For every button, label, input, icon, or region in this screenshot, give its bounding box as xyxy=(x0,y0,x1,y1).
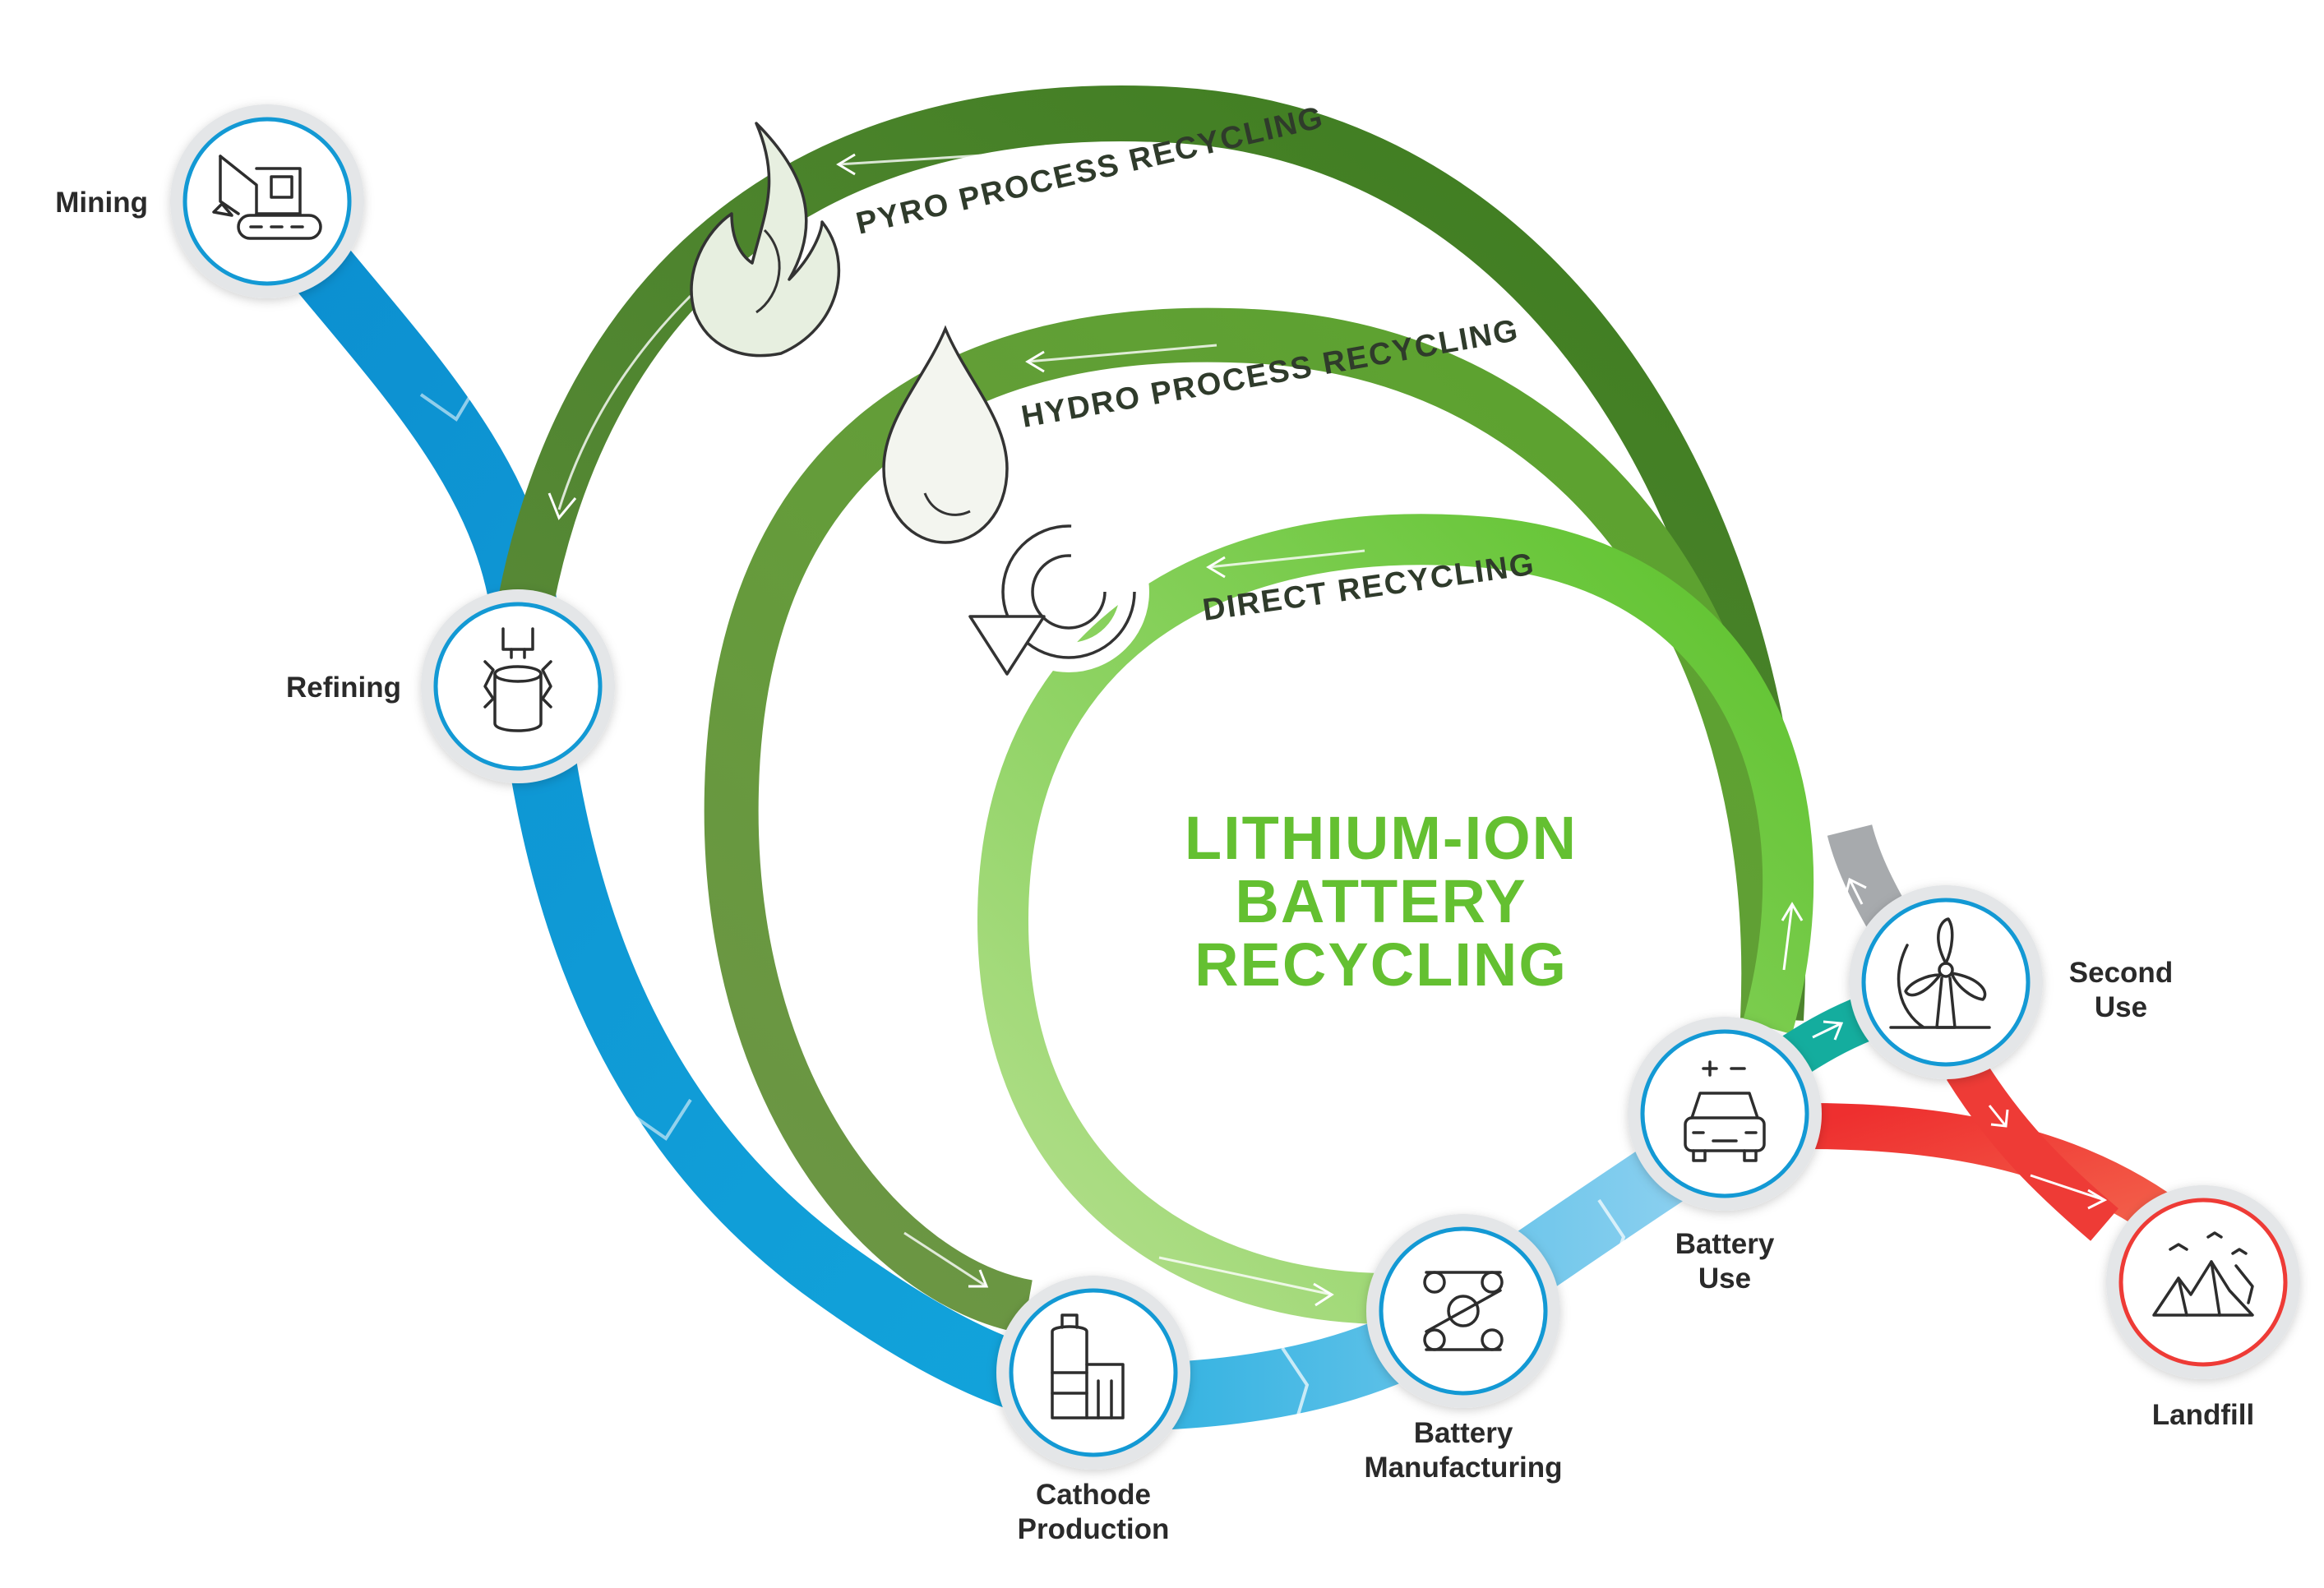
battery-use-label-line2: Use xyxy=(1698,1263,1751,1295)
title-line-3: RECYCLING xyxy=(1194,930,1568,999)
landfill-icon xyxy=(2152,1231,2254,1317)
node-battery-use: Battery Use xyxy=(1628,1017,1822,1295)
wind-turbine-icon xyxy=(1889,917,1991,1029)
node-refining: Refining xyxy=(286,589,615,783)
water-drop-icon xyxy=(882,325,1009,544)
pyro-recycling-loop xyxy=(498,85,1806,1021)
refresh-icon xyxy=(968,511,1149,676)
flame-icon xyxy=(690,122,841,358)
refining-label: Refining xyxy=(286,672,401,704)
title-line-1: LITHIUM-ION xyxy=(1185,804,1578,872)
excavator-icon xyxy=(212,155,322,240)
direct-recycling-loop xyxy=(977,514,1814,1324)
second-use-label-line1: Second xyxy=(2069,957,2173,989)
node-mining: Mining xyxy=(55,104,364,298)
conveyor-icon xyxy=(1423,1271,1504,1351)
node-landfill: Landfill xyxy=(2106,1185,2300,1431)
second-use-label-line2: Use xyxy=(2095,991,2147,1023)
title-line-2: BATTERY xyxy=(1235,867,1527,935)
tank-icon xyxy=(1051,1313,1125,1420)
electric-car-icon xyxy=(1684,1060,1766,1162)
manufacturing-label-line1: Battery xyxy=(1414,1417,1513,1449)
manufacturing-label-line2: Manufacturing xyxy=(1364,1452,1562,1484)
diagram-title: LITHIUM-ION BATTERY RECYCLING xyxy=(1185,804,1578,999)
node-battery-manufacturing: Battery Manufacturing xyxy=(1364,1214,1563,1484)
node-second-use: Second Use xyxy=(1849,885,2173,1079)
landfill-label: Landfill xyxy=(2152,1399,2254,1431)
crucible-icon xyxy=(483,627,552,732)
cathode-label-line2: Production xyxy=(1018,1513,1170,1545)
battery-use-label-line1: Battery xyxy=(1675,1228,1775,1260)
node-cathode-production: Cathode Production xyxy=(996,1276,1190,1545)
cathode-label-line1: Cathode xyxy=(1036,1479,1151,1511)
mining-label: Mining xyxy=(55,187,148,219)
